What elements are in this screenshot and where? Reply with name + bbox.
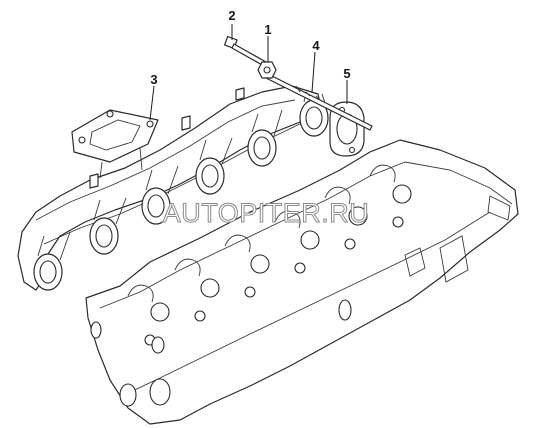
bolt xyxy=(223,35,267,67)
callout-4: 4 xyxy=(312,38,320,53)
washer xyxy=(257,61,277,79)
callout-3: 3 xyxy=(150,72,157,87)
callout-labels: 2 1 4 3 5 xyxy=(150,8,350,87)
manifold-gasket xyxy=(329,101,365,157)
callout-2: 2 xyxy=(228,8,235,23)
callout-1: 1 xyxy=(264,22,271,37)
cylinder-head xyxy=(85,139,519,425)
leader-lines xyxy=(149,24,348,121)
watermark-text: AUTOPITER.RU xyxy=(163,198,370,228)
callout-5: 5 xyxy=(343,66,350,81)
